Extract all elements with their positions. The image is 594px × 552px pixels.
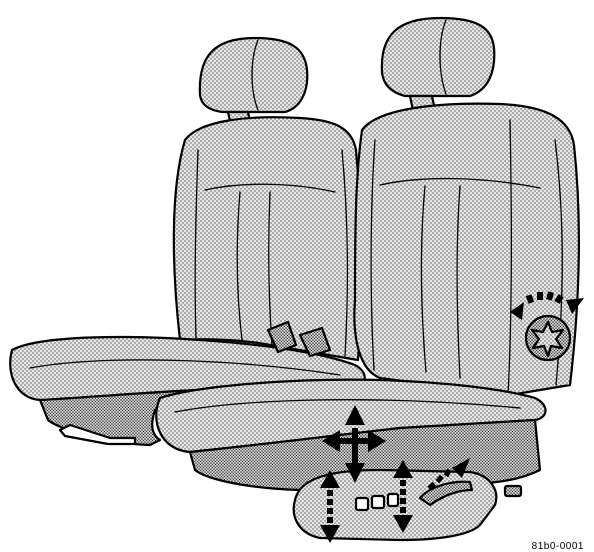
left-seatback	[174, 117, 362, 360]
seat-switch-1	[356, 498, 368, 510]
right-headrest	[382, 18, 494, 96]
left-headrest	[200, 38, 307, 112]
figure-code: 81b0-0001	[532, 541, 584, 552]
seat-switch-2	[372, 496, 384, 508]
seat-switch-3	[388, 494, 398, 506]
